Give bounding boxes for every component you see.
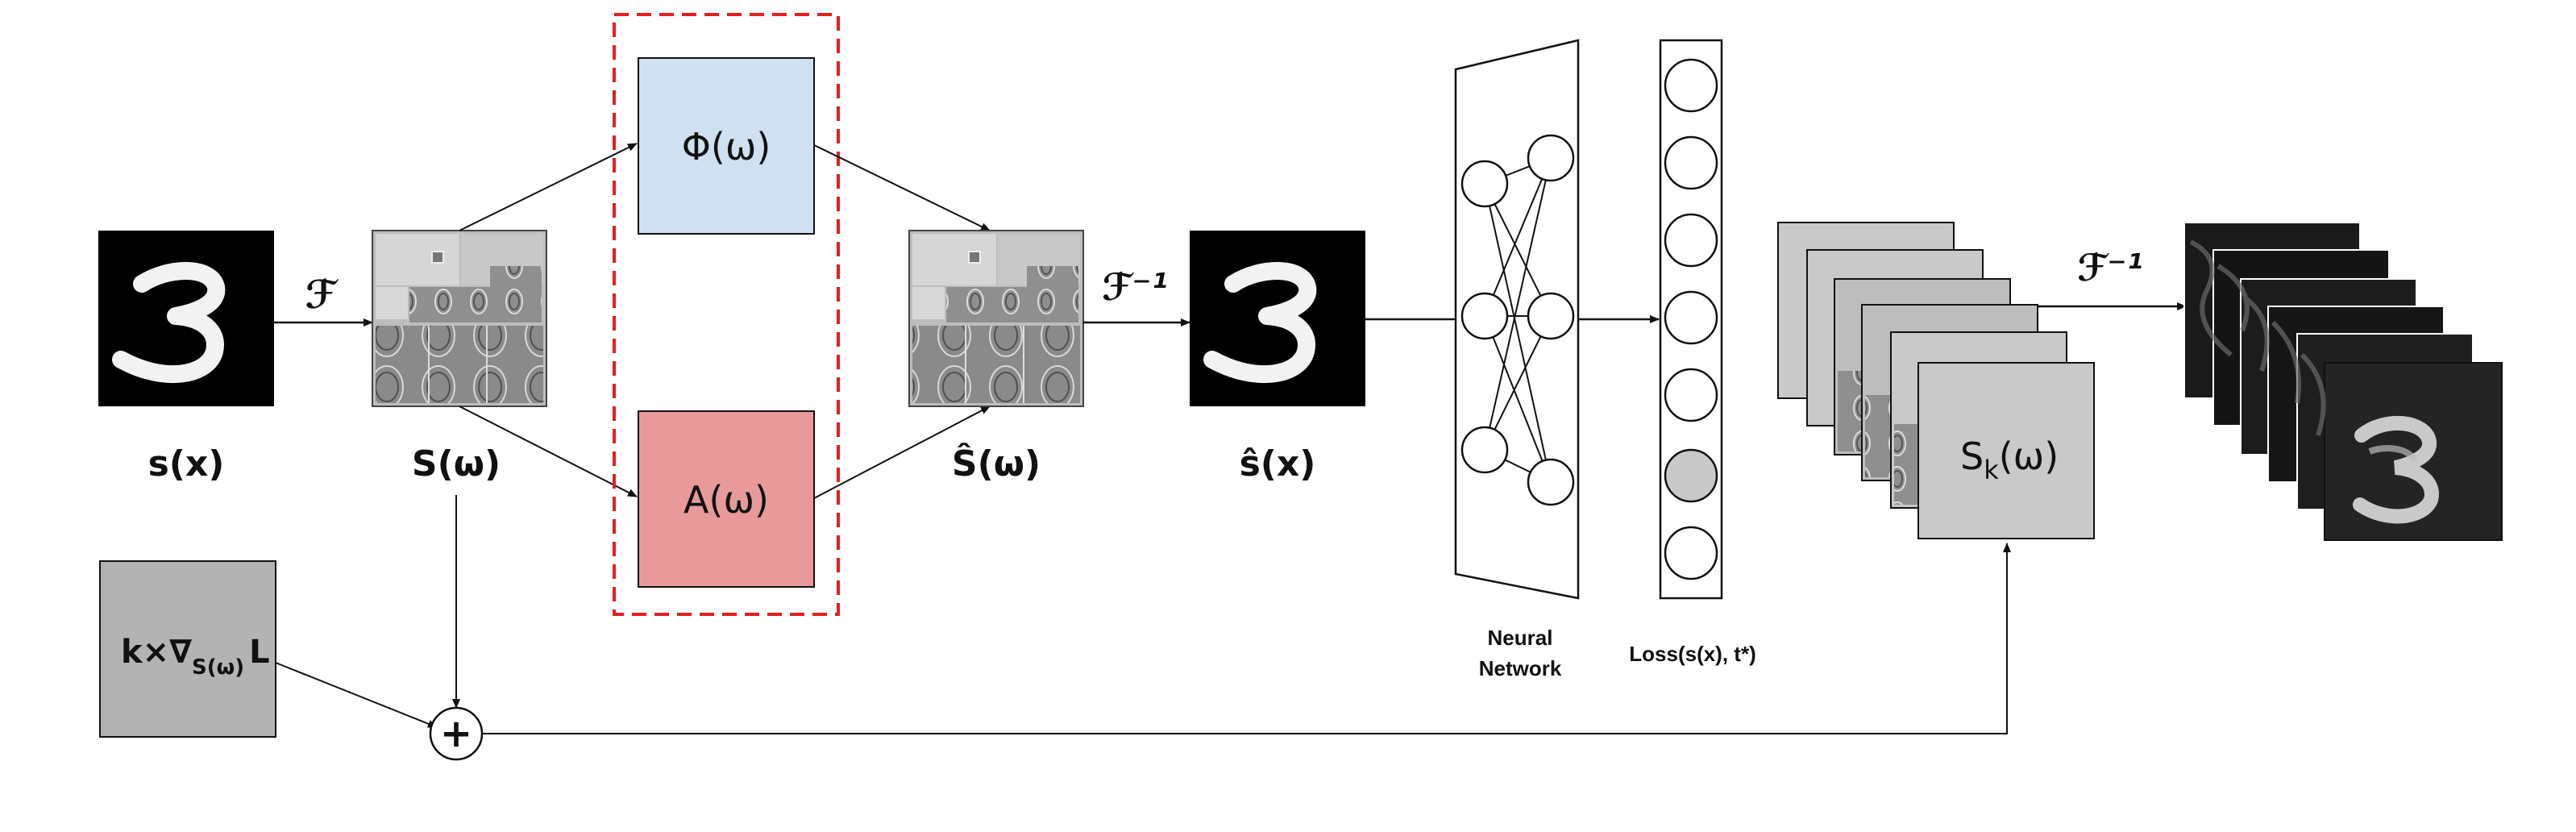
svg-text:k×∇S(ω)L: k×∇S(ω)L: [121, 634, 270, 680]
arrow-phi-to-shat: [813, 144, 991, 231]
sk-main: S: [1960, 435, 1984, 478]
svg-text:Sk(ω): Sk(ω): [1960, 435, 2059, 485]
label-s-hat-x: ŝ(x): [1240, 443, 1316, 485]
learnable-region-dashed-box: [613, 13, 840, 616]
output-image-stack: [2183, 222, 2503, 541]
arrow-sum-to-sk: [482, 543, 2011, 734]
neural-network: [1454, 39, 1580, 600]
label-fourier: ℱ: [305, 272, 339, 318]
label-s-x: s(x): [148, 443, 225, 485]
sk-tail: (ω): [1999, 435, 2059, 478]
grad-sub: S(ω): [192, 655, 244, 680]
label-inverse-fourier-2: ℱ⁻¹: [2077, 246, 2143, 289]
grad-L: L: [249, 634, 270, 671]
reconstructed-digit-image: [1190, 231, 1365, 406]
spectrum-grid-s: [372, 230, 547, 407]
arrow-to-phi: [459, 143, 638, 231]
label-neural: Neural: [1488, 626, 1553, 650]
loss-output-column: [1659, 39, 1723, 600]
sum-node: +: [429, 706, 484, 761]
phi-box-label: Φ(ω): [682, 125, 771, 168]
a-box: A(ω): [638, 410, 815, 588]
label-inverse-fourier: ℱ⁻¹: [1102, 265, 1168, 309]
label-loss: Loss(s(x), t*): [1629, 642, 1755, 666]
gradient-box: k×∇S(ω)L: [99, 560, 276, 738]
label-network: Network: [1479, 656, 1562, 680]
sk-stack: Sk(ω): [1777, 222, 2095, 539]
label-S-hat-omega: Ŝ(ω): [952, 442, 1041, 485]
sk-front-card: [1917, 362, 2095, 539]
spectrum-grid-s-hat: [908, 230, 1084, 407]
input-digit-image: [98, 231, 274, 406]
arrow-to-a: [459, 406, 638, 497]
sum-symbol: +: [440, 711, 472, 756]
grad-k: k×∇: [121, 634, 192, 671]
a-box-label: A(ω): [683, 478, 769, 522]
phi-box: Φ(ω): [638, 57, 815, 235]
sk-sub: k: [1984, 455, 1999, 485]
label-S-omega: S(ω): [412, 443, 501, 485]
arrow-gradient-to-sum: [275, 662, 438, 728]
arrow-a-to-shat: [813, 406, 991, 499]
